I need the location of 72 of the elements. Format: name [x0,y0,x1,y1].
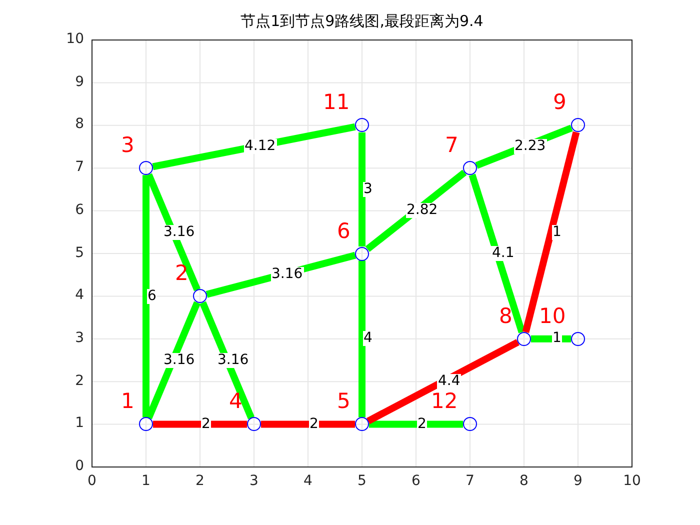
node-number: 2 [175,262,188,284]
edge-label: 2.23 [514,139,547,154]
node-number: 11 [323,91,350,114]
y-tick-label: 0 [75,458,84,474]
y-tick-label: 10 [66,31,84,47]
node-number: 4 [229,390,242,412]
node-circle [355,118,369,132]
chart-title: 节点1到节点9路线图,最段距离为9.4 [240,12,484,31]
node-circle [355,417,369,432]
node-circle [193,289,207,304]
x-tick-label: 1 [140,473,152,489]
edge-label: 3.16 [162,224,196,240]
node-circle [355,246,369,260]
edge-label: 3.16 [162,352,196,368]
edge-line [146,173,200,292]
node-circle [139,417,153,432]
edge-label: 6 [146,288,158,304]
node-circle [139,161,153,176]
y-tick-label: 5 [75,244,84,260]
edge-label: 3.16 [216,352,250,368]
y-tick-label: 2 [75,372,84,389]
edge-label: 3 [362,182,374,197]
node-number: 5 [337,390,350,412]
node-number: 6 [337,220,350,242]
edge-line [261,420,355,428]
edge-line [522,131,580,333]
x-tick-label: 3 [248,473,260,489]
y-tick-label: 9 [75,74,84,90]
node-number: 12 [431,390,458,412]
node-circle [463,161,477,176]
x-tick-label: 10 [622,473,642,489]
y-tick-label: 7 [75,159,84,176]
edge-label: 4.12 [244,139,277,154]
edge-line [358,260,366,418]
y-tick-label: 8 [75,116,84,132]
x-tick-label: 4 [302,473,314,489]
edge-line [142,175,150,418]
x-tick-label: 6 [410,473,422,489]
x-tick-label: 7 [464,473,476,489]
edge-line [531,335,571,342]
node-number: 8 [499,304,512,327]
node-circle [247,417,261,432]
x-tick-label: 0 [86,473,98,489]
node-circle [571,118,585,132]
y-tick-label: 6 [75,202,84,218]
node-number: 3 [121,134,134,156]
x-tick-label: 8 [518,473,530,489]
edge-label: 4 [362,331,374,346]
y-tick-label: 1 [75,415,84,432]
edge-line [153,420,247,428]
edge-label: 3.16 [270,267,304,282]
node-number: 7 [445,134,458,156]
edge-label: 4.4 [437,374,462,390]
edge-line [366,339,520,424]
y-tick-label: 3 [75,330,84,346]
node-circle [463,417,477,432]
edge-line [468,174,526,334]
node-number: 9 [553,91,566,114]
edge-line [365,170,467,252]
edge-line [358,132,366,246]
node-circle [517,332,531,346]
node-circle [571,332,585,346]
x-tick-label: 2 [194,473,206,489]
edge-label: 2.82 [406,203,439,218]
node-number: 1 [121,390,134,412]
edge-line [369,420,463,428]
x-tick-label: 5 [356,473,368,489]
y-tick-label: 4 [75,287,84,304]
edge-label: 4.1 [491,246,516,261]
x-tick-label: 9 [572,473,584,489]
node-number: 10 [539,304,566,327]
edge-line [200,301,254,420]
